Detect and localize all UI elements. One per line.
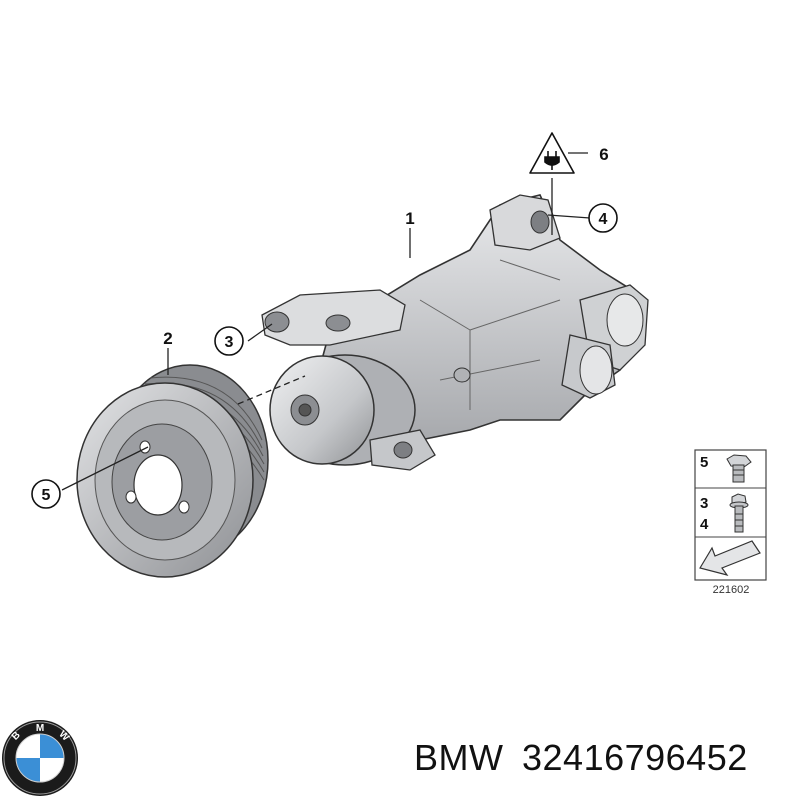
callout-2: 2 bbox=[163, 329, 172, 348]
warning-triangle-icon bbox=[529, 132, 575, 174]
pulley bbox=[76, 364, 269, 578]
callout-4-label: 4 bbox=[599, 211, 608, 228]
diagram-id: 221602 bbox=[713, 584, 750, 596]
callout-6-label: 6 bbox=[599, 145, 608, 164]
make-label: BMW bbox=[414, 737, 504, 778]
plug-icon bbox=[544, 151, 560, 170]
power-steering-pump bbox=[261, 194, 649, 471]
legend-row2-number-a: 3 bbox=[700, 495, 708, 512]
bmw-logo: B M W bbox=[2, 720, 78, 796]
callout-3-label: 3 bbox=[225, 334, 234, 351]
callout-6: 6 bbox=[529, 132, 609, 174]
callout-5-label: 5 bbox=[42, 487, 51, 504]
svg-text:M: M bbox=[36, 723, 44, 734]
hex-bolt-icon bbox=[726, 454, 752, 483]
callout-1: 1 bbox=[405, 209, 414, 228]
fastener-legend: 5 3 4 221602 bbox=[694, 449, 767, 596]
part-caption: BMW 32416796452 bbox=[414, 737, 748, 779]
leader-lines bbox=[61, 152, 591, 491]
direction-arrow-icon bbox=[699, 540, 761, 576]
callout-4: 4 bbox=[588, 203, 618, 233]
callout-5: 5 bbox=[31, 479, 61, 509]
legend-row1-number: 5 bbox=[700, 454, 708, 471]
legend-row2-number-b: 4 bbox=[700, 516, 709, 533]
callout-3: 3 bbox=[214, 326, 244, 356]
flange-bolt-icon bbox=[729, 493, 749, 533]
part-number: 32416796452 bbox=[522, 737, 748, 778]
